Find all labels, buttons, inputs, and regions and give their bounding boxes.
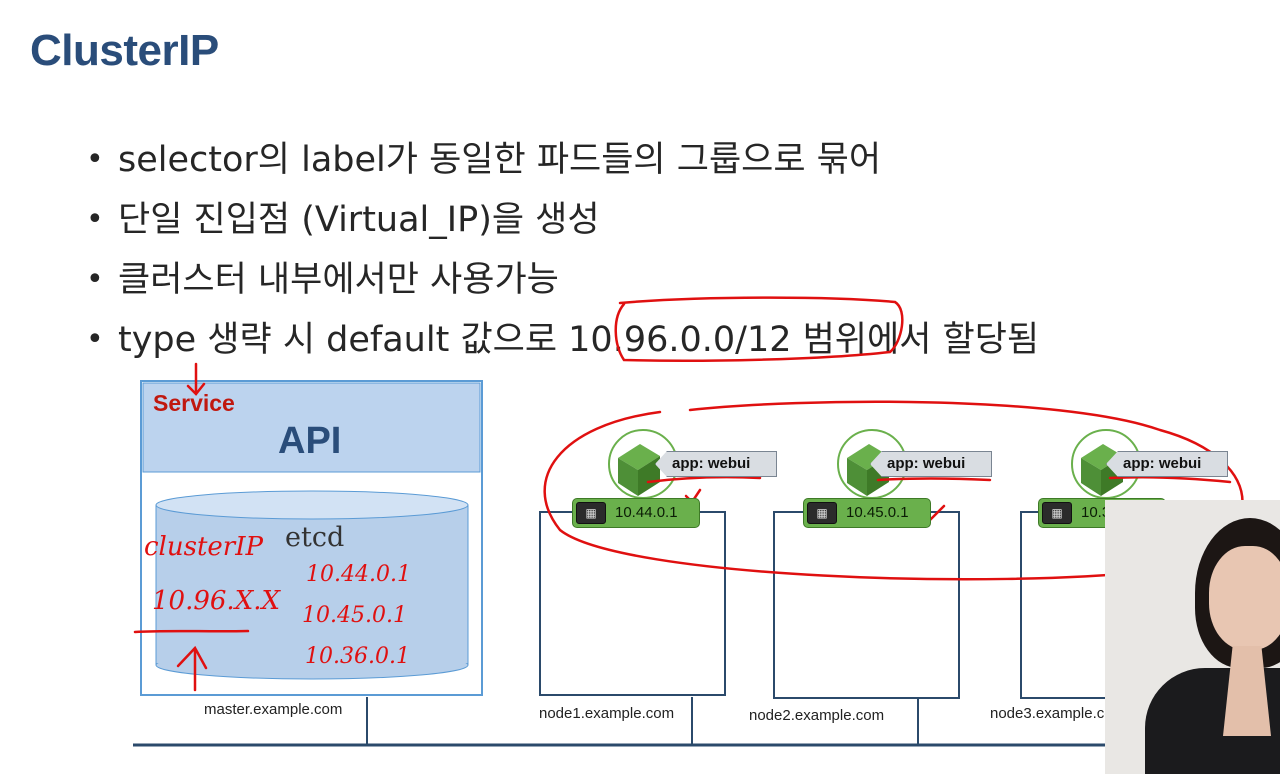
cluster-underline [133, 629, 250, 634]
handwritten-ip: 10.45.0.1 [302, 603, 407, 628]
service-arrow [186, 362, 206, 396]
node2-box [773, 511, 960, 699]
bullet-item: 단일 진입점 (Virtual_IP)을 생성 [86, 190, 1039, 250]
node3-hostname: node3.example.com [990, 705, 1126, 722]
slide-title: ClusterIP [30, 26, 219, 75]
node1-box [539, 511, 726, 696]
presenter-video-overlay [1105, 500, 1280, 774]
ip-range-circle [614, 296, 904, 362]
master-hostname: master.example.com [204, 701, 343, 718]
handwritten-clusterip: clusterIP [144, 532, 263, 562]
handwritten-ip: 10.44.0.1 [306, 562, 411, 587]
network-port-icon: ▦ [1042, 502, 1072, 524]
pod-ip: 10.44.0.1 [615, 504, 678, 521]
node2-hostname: node2.example.com [749, 707, 885, 724]
underline-tag [876, 477, 992, 482]
handwritten-cluster-ip: 10.96.X.X [152, 586, 280, 616]
bullet-item: 클러스터 내부에서만 사용가능 [86, 250, 1039, 310]
bullet-item: selector의 label가 동일한 파드들의 그룹으로 묶어 [86, 130, 1039, 190]
pod-ip-badge: ▦ 10.45.0.1 [803, 498, 931, 528]
handwritten-ip: 10.36.0.1 [305, 644, 410, 669]
network-port-icon: ▦ [807, 502, 837, 524]
app-label-tag: app: webui [870, 451, 992, 477]
etcd-label: etcd [285, 522, 345, 553]
node1-hostname: node1.example.com [539, 705, 675, 722]
network-port-icon: ▦ [576, 502, 606, 524]
presenter-face [1209, 546, 1280, 650]
app-label-tag: app: webui [655, 451, 777, 477]
underline-tag [646, 475, 762, 484]
service-label: Service [153, 390, 235, 416]
api-label: API [278, 420, 342, 462]
pod-ip: 10.45.0.1 [846, 504, 909, 521]
pod-ip-badge: ▦ 10.44.0.1 [572, 498, 700, 528]
underline-tag [1108, 475, 1232, 484]
presenter-neck [1223, 646, 1271, 736]
etcd-cylinder [155, 490, 469, 680]
up-arrow [176, 645, 208, 692]
api-header [142, 382, 481, 473]
app-label-tag: app: webui [1106, 451, 1228, 477]
